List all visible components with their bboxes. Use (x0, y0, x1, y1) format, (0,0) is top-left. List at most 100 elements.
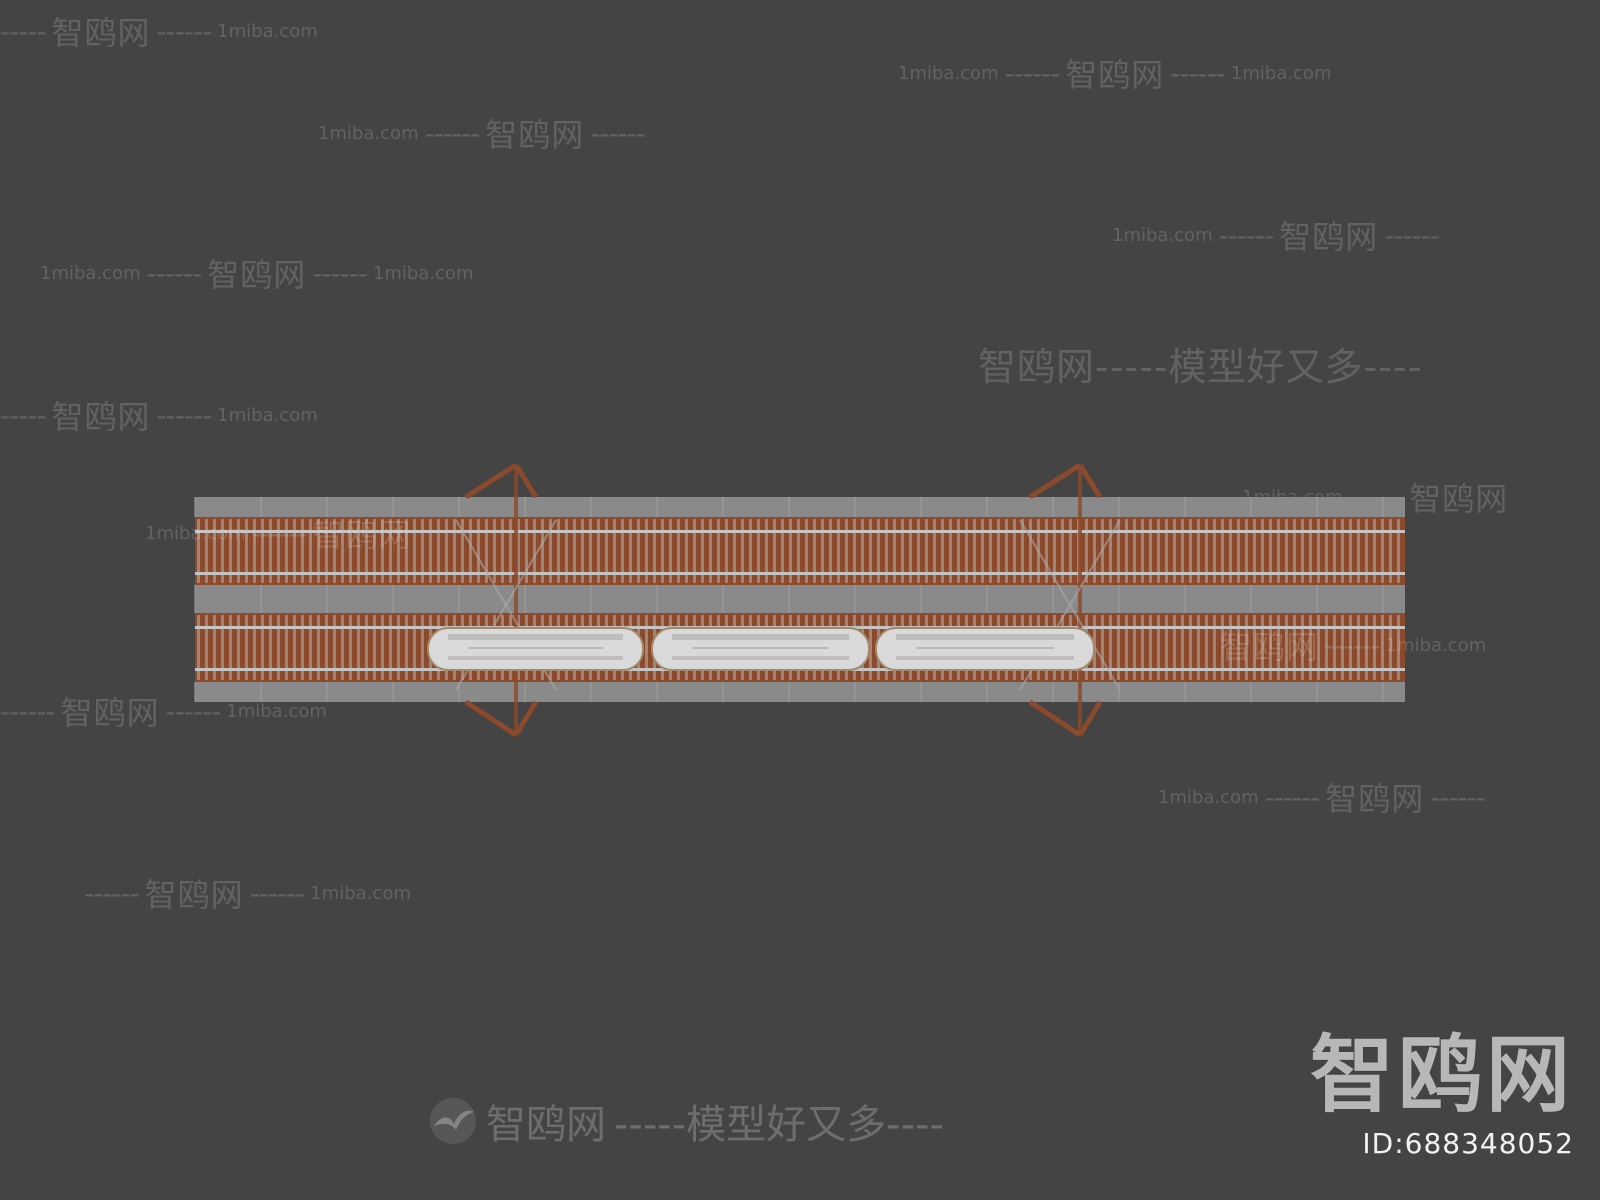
bottom-slogan-brand: 智鸥网 (486, 1102, 606, 1148)
watermark-row: ------ 智鸥网 ------ 1miba.com (84, 870, 411, 916)
model-id-label: ID:688348052 (1362, 1127, 1574, 1160)
track-tie (1349, 615, 1352, 680)
track-tie (501, 519, 504, 583)
watermark-url: 1miba.com (145, 522, 246, 544)
track-tie (293, 519, 296, 583)
track-tie (685, 519, 688, 583)
track-tie (389, 519, 392, 583)
track-tie (613, 519, 616, 583)
track-tie (213, 615, 216, 680)
truss-member (1028, 462, 1082, 500)
track-tie (253, 615, 256, 680)
track-tie (1277, 615, 1280, 680)
watermark-row: 1miba.com ------ 智鸥网 (145, 510, 411, 556)
track-tie (773, 519, 776, 583)
track-tie (1365, 615, 1368, 680)
track-tie (421, 519, 424, 583)
track-tie (853, 519, 856, 583)
track-tie (997, 519, 1000, 583)
track-tie (1197, 615, 1200, 680)
track-tie (1213, 615, 1216, 680)
track-tie (1301, 519, 1304, 583)
track-tie (1261, 519, 1264, 583)
track-tie (525, 519, 528, 583)
track-tie (757, 519, 760, 583)
track-tie (989, 519, 992, 583)
track-tie (765, 519, 768, 583)
track-tie (197, 519, 200, 583)
track-tie (1141, 519, 1144, 583)
track-tie (1229, 615, 1232, 680)
track-tie (1117, 519, 1120, 583)
track-tie (1165, 615, 1168, 680)
track-tie (1125, 615, 1128, 680)
track-tie (1245, 519, 1248, 583)
track-tie (677, 519, 680, 583)
track-tie (941, 519, 944, 583)
track-tie (309, 519, 312, 583)
track-tie (1285, 615, 1288, 680)
track-tie (461, 519, 464, 583)
train-roof-strip (448, 656, 623, 660)
track-tie (333, 519, 336, 583)
track-tie (1165, 519, 1168, 583)
track-tie (1285, 519, 1288, 583)
track-tie (365, 519, 368, 583)
track-tie (1029, 519, 1032, 583)
track-tie (925, 519, 928, 583)
track-tie (1181, 519, 1184, 583)
track-tie (253, 519, 256, 583)
track-tie (1293, 519, 1296, 583)
watermark-dashes: ------ (1264, 780, 1321, 814)
track-tie (1213, 519, 1216, 583)
track-tie (1373, 615, 1376, 680)
track-tie (1397, 615, 1400, 680)
track-tie (693, 519, 696, 583)
truss-member (513, 463, 539, 499)
track-tie (1333, 519, 1336, 583)
track-tie (541, 519, 544, 583)
track-tie (1069, 519, 1072, 583)
track-tie (813, 519, 816, 583)
watermark-dashes: ------ (1325, 628, 1381, 662)
track-tie (1341, 519, 1344, 583)
track-tie (405, 519, 408, 583)
watermark-brand: 智鸥网 (1325, 780, 1425, 818)
track-tie (645, 615, 648, 680)
track-tie (357, 615, 360, 680)
track-tie (701, 519, 704, 583)
brand-logo-text: 智鸥网 (1309, 1026, 1574, 1124)
track-tie (1229, 519, 1232, 583)
track-tie (373, 615, 376, 680)
track-tie (821, 519, 824, 583)
track-tie (1301, 615, 1304, 680)
track-tie (1157, 615, 1160, 680)
track-tie (1237, 519, 1240, 583)
track-tie (1133, 519, 1136, 583)
track-tie (1381, 615, 1384, 680)
track-tie (1397, 519, 1400, 583)
track-tie (413, 519, 416, 583)
watermark-dashes: ------ (249, 876, 306, 910)
track-tie (317, 519, 320, 583)
track-tie (1309, 519, 1312, 583)
track-tie (661, 519, 664, 583)
track-tie (437, 519, 440, 583)
track-tie (1269, 519, 1272, 583)
watermark-url: 1miba.com (1385, 634, 1487, 656)
track-tie (373, 519, 376, 583)
track-tie (277, 519, 280, 583)
train-roof-strip (896, 634, 1074, 640)
track-tie (309, 615, 312, 680)
track-tie (221, 615, 224, 680)
track-tie (893, 519, 896, 583)
track-tie (725, 519, 728, 583)
track-tie (837, 519, 840, 583)
track-tie (477, 519, 480, 583)
truss-member (1077, 463, 1103, 499)
track-tie (653, 519, 656, 583)
track-tie (341, 615, 344, 680)
truss-member (513, 700, 539, 737)
track-tie (205, 615, 208, 680)
track-tie (1389, 615, 1392, 680)
